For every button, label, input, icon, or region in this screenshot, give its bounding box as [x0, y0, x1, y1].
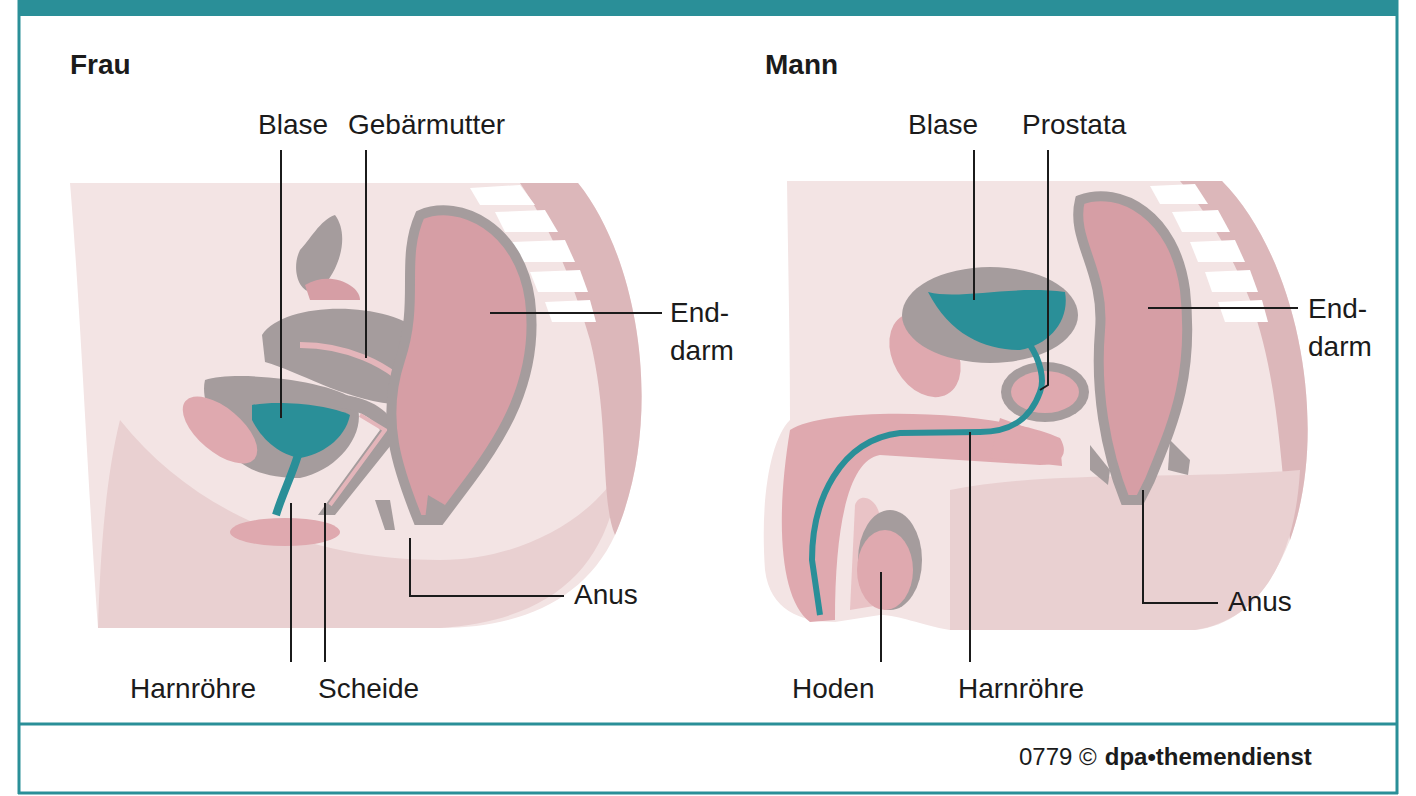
figure-title: Mann — [765, 48, 838, 82]
part-label: Harnröhre — [130, 672, 256, 706]
female-figure — [70, 183, 642, 628]
part-label: Hoden — [792, 672, 875, 706]
agency-credit: dpa•themendienst — [1105, 743, 1312, 771]
leader-lines — [881, 150, 1298, 662]
male-figure — [764, 181, 1308, 630]
leader-lines — [281, 150, 662, 662]
part-label: End- darm — [1308, 290, 1388, 366]
part-label: Scheide — [318, 672, 419, 706]
part-label: Blase — [908, 108, 978, 142]
part-label: Anus — [574, 578, 638, 612]
part-label: Prostata — [1022, 108, 1126, 142]
part-label: Anus — [1228, 585, 1292, 619]
part-label: Gebärmutter — [348, 108, 505, 142]
figure-title: Frau — [70, 48, 131, 82]
part-label: Harnröhre — [958, 672, 1084, 706]
part-label: End- darm — [670, 294, 750, 370]
image-number: 0779 © — [1019, 743, 1097, 771]
part-label: Blase — [258, 108, 328, 142]
